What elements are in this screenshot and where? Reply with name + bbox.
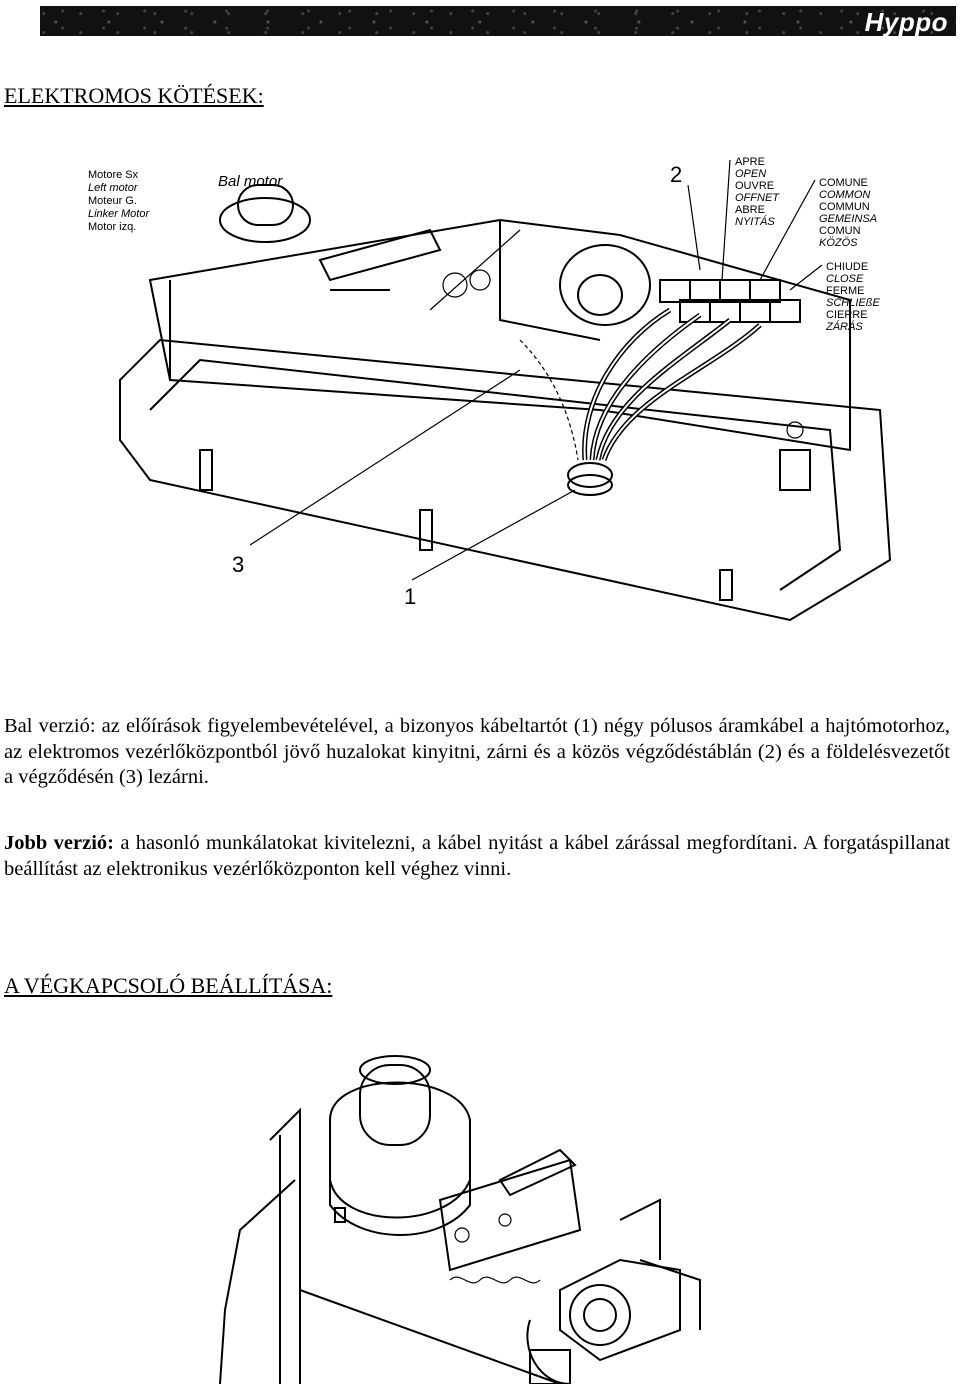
common-label: COMMUN <box>819 201 870 213</box>
close-label: SCHLIEßE <box>826 297 880 309</box>
leader-line <box>411 489 576 581</box>
leader-line <box>721 159 731 281</box>
open-label: NYITÁS <box>735 215 775 228</box>
motor-label: Motor izq. <box>88 221 136 233</box>
motor-label: Linker Motor <box>88 208 150 220</box>
paragraph-right-version: Jobb verzió: a hasonló munkálatokat kivi… <box>4 831 950 882</box>
handwritten-note: Bal motor <box>218 173 283 190</box>
leader-line <box>687 184 701 271</box>
callout-3: 3 <box>232 552 244 577</box>
brand-logo: Hyppo <box>864 7 948 37</box>
section-title-limit-switch: A VÉGKAPCSOLÓ BEÁLLÍTÁSA: <box>4 973 333 998</box>
callout-2: 2 <box>670 162 682 187</box>
wiring-diagram: Motore Sx Left motor Moteur G. Linker Mo… <box>88 156 892 622</box>
close-label: CIERRE <box>826 309 868 321</box>
close-label: FERME <box>826 285 865 297</box>
motor-label: Motore Sx <box>88 169 139 181</box>
common-label: COMUN <box>819 225 861 237</box>
section-title-electrical: ELEKTROMOS KÖTÉSEK: <box>4 83 264 108</box>
open-label: OFFNET <box>735 192 780 204</box>
right-version-label: Jobb verzió: <box>4 832 114 854</box>
limit-switch-drawing <box>219 1055 701 1384</box>
leader-line <box>249 369 521 546</box>
leader-line <box>759 179 816 281</box>
right-version-text: a hasonló munkálatokat kivitelezni, a ká… <box>4 832 950 880</box>
motor-label: Left motor <box>88 182 139 194</box>
open-label: OUVRE <box>735 180 774 192</box>
common-label: KÖZÖS <box>819 237 858 249</box>
common-label: GEMEINSA <box>819 213 877 225</box>
motor-label: Moteur G. <box>88 195 137 207</box>
open-label: APRE <box>735 156 765 168</box>
common-label: COMMON <box>819 189 870 201</box>
close-label: CHIUDE <box>826 261 868 273</box>
terminal-block <box>659 279 801 323</box>
open-label: ABRE <box>735 204 765 216</box>
open-label: OPEN <box>735 168 766 180</box>
callout-1: 1 <box>404 584 416 609</box>
paragraph-left-version: Bal verzió: az előírások figyelembevétel… <box>4 715 950 789</box>
leader-line <box>789 264 823 291</box>
limit-switch-diagram <box>219 1055 701 1384</box>
close-label: CLOSE <box>826 273 864 285</box>
close-label: ZÁRÁS <box>825 320 863 333</box>
motor-housing-drawing <box>119 184 892 622</box>
header-band: Hyppo <box>40 6 956 36</box>
common-label: COMUNE <box>819 177 868 189</box>
